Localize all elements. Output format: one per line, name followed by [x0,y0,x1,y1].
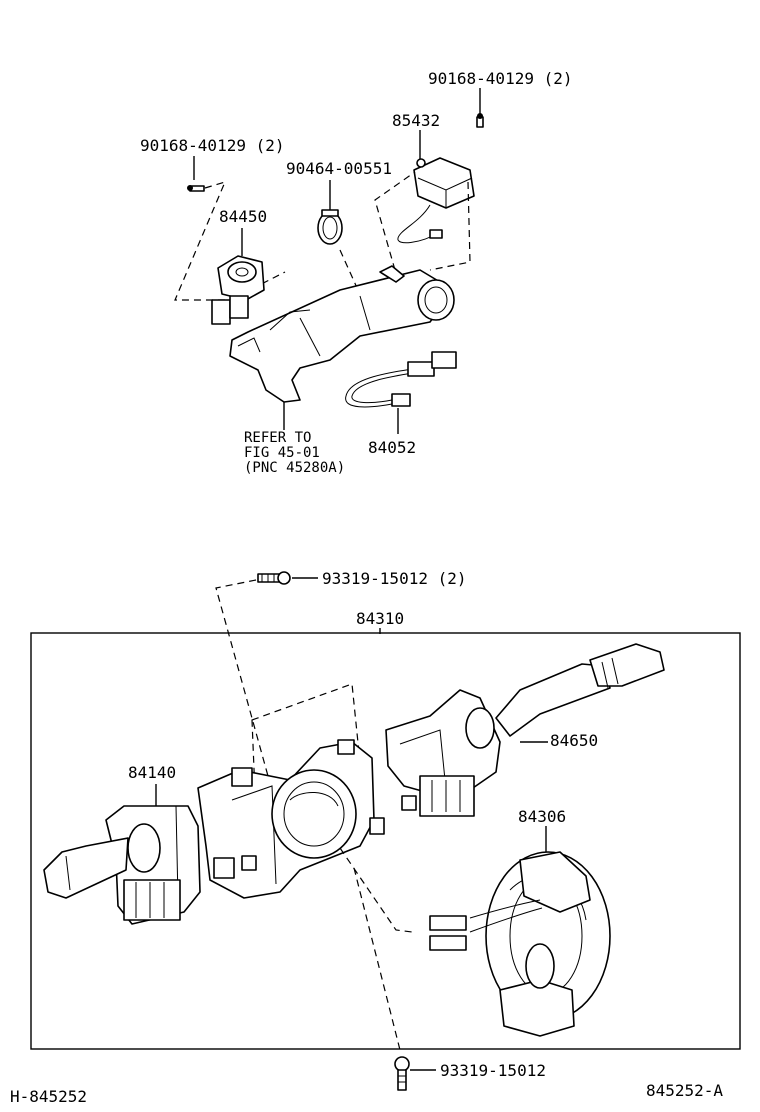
label-85432: 85432 [392,111,440,130]
dash-84450 [174,181,286,301]
wire-harness-84052-icon [345,351,457,408]
screw-90168-left-icon [187,185,205,192]
clamp-90464-icon [317,209,343,245]
dash-90464 [339,249,359,291]
label-93319-15012-top: 93319-15012 (2) [322,569,467,588]
label-84140: 84140 [128,763,176,782]
footer-figure-code: 845252-A [646,1081,723,1100]
label-84650: 84650 [550,731,598,750]
refer-text-line2: FIG 45-01 [244,445,320,461]
footer-drawing-id: H-845252 [10,1087,87,1106]
refer-text-line3: (PNC 45280A) [244,460,345,476]
wiper-switch-84650-icon [385,643,665,817]
dash-84306 [339,847,413,933]
label-93319-15012-bottom: 93319-15012 [440,1061,546,1080]
dash-85432 [374,171,416,271]
dash-93319-top [215,579,269,777]
turn-signal-switch-84140-icon [43,805,201,925]
screw-90168-top-icon [476,113,484,128]
label-90168-40129-top: 90168-40129 (2) [428,69,573,88]
dash-93319-bottom [353,867,401,1051]
spiral-cable-84306-icon [429,851,611,1037]
label-84052: 84052 [368,438,416,457]
assembly-84310-frame [30,632,741,1050]
sensor-85432-icon [397,157,475,244]
combination-switch-body-icon [197,739,385,899]
label-84310: 84310 [356,609,404,628]
label-84450: 84450 [219,207,267,226]
dash-85432-b [429,181,471,271]
label-90168-40129-left: 90168-40129 (2) [140,136,285,155]
steering-column-icon [229,265,455,403]
screw-93319-bottom-icon [394,1056,410,1091]
screw-93319-top-icon [257,571,291,585]
ignition-switch-84450-icon [211,255,265,325]
label-90464-00551: 90464-00551 [286,159,392,178]
label-84306: 84306 [518,807,566,826]
refer-text-line1: REFER TO [244,430,311,446]
